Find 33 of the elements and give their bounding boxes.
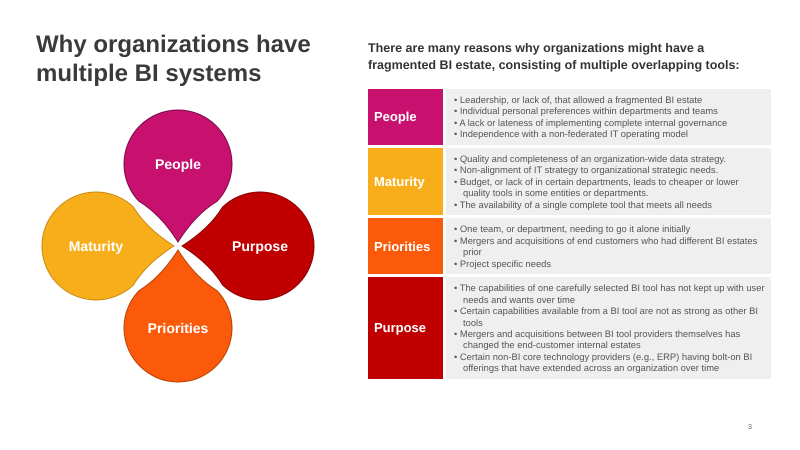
bullet-item: • Mergers and acquisitions between BI tool providers themselves has changed the end-customer internal estates: [454, 328, 742, 351]
category-label: Purpose: [374, 320, 426, 336]
category-cell: [368, 218, 443, 274]
bullet-item: • Quality and completeness of an organization-wide data strategy.: [454, 152, 728, 164]
petal-shape: [42, 192, 174, 300]
category-cell: [368, 148, 443, 216]
bullet-item: • Certain non-BI core technology providers (e.g., ERP) having bolt-on BI offerings that have extended across an organization over time: [454, 350, 754, 374]
bullet-item: • Budget, or lack of in certain departments, leads to cheaper or lower quality tools in some entities or departments.: [454, 176, 740, 199]
petal-label: Maturity: [68, 238, 124, 254]
category-label: Priorities: [374, 238, 430, 254]
subtitle: There are many reasons why organizations might have a fragmented BI estate, consisting of multiple overlapping tools:: [368, 40, 741, 74]
petal-shape: [124, 110, 232, 242]
bullet-item: • Certain capabilities available from a BI tool are not as strong as other BI tools: [454, 305, 759, 328]
category-label: Maturity: [374, 174, 425, 190]
petal-label: Purpose: [232, 238, 288, 254]
category-cell: [368, 89, 443, 145]
bullet-item: • Individual personal preferences within departments and teams: [454, 105, 719, 117]
bullet-item: • Leadership, or lack of, that allowed a fragmented BI estate: [454, 94, 704, 106]
bullet-item: • Non-alignment of IT strategy to organizational strategic needs.: [454, 164, 720, 176]
category-label: People: [374, 109, 417, 124]
petal-shape: [124, 250, 232, 382]
petal-label: Priorities: [148, 320, 208, 336]
bullet-item: • A lack or lateness of implementing complete internal governance: [454, 116, 728, 128]
slide-title: Why organizations have multiple BI systems: [36, 30, 312, 89]
bullet-item: • One team, or department, needing to go it alone initially: [454, 223, 692, 235]
bullet-item: • The capabilities of one carefully selected BI tool has not kept up with user needs and wants over time: [454, 282, 765, 306]
petal-shape: [182, 192, 314, 300]
bullet-item: • Mergers and acquisitions of end customers who had different BI estates prior: [454, 234, 758, 258]
bullet-item: • The availability of a single complete tool that meets all needs: [454, 198, 713, 210]
petal-label: People: [155, 156, 201, 172]
bullet-item: • Project specific needs: [454, 258, 552, 270]
bullet-item: • Independence with a non-federated IT operating model: [454, 128, 689, 140]
category-cell: [368, 277, 443, 379]
